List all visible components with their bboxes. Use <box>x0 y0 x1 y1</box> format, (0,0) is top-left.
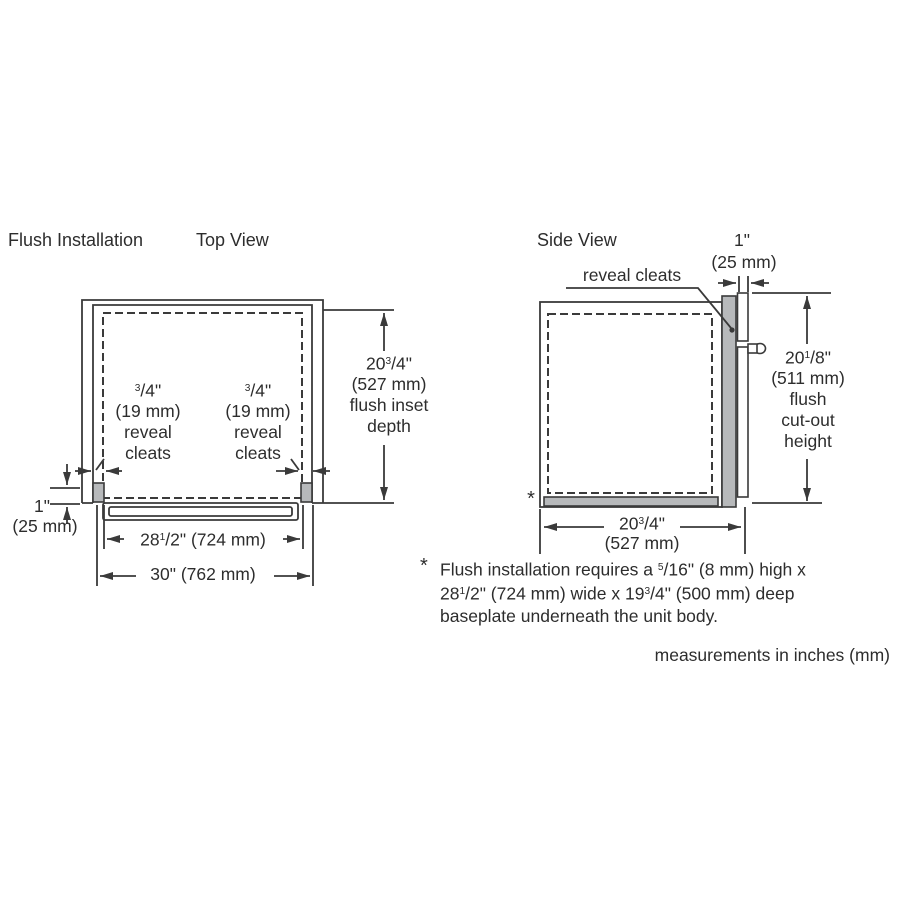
inset-depth-extension-lines <box>323 309 394 504</box>
unit-body-dashed-outline-side <box>547 313 713 494</box>
outer-width-label: 30" (762 mm) <box>150 564 256 584</box>
baseplate-asterisk: * <box>527 488 535 510</box>
inset-depth-desc2: depth <box>367 416 411 437</box>
right-cleat-value: 3/4" <box>244 380 272 401</box>
top-view-title: Top View <box>196 230 269 250</box>
inset-depth-value: 203/4" <box>366 353 412 374</box>
footnote-line2: 281/2" (724 mm) wide x 193/4" (500 mm) d… <box>440 583 795 604</box>
top-view-drawing <box>50 299 394 586</box>
left-cleat-value: 3/4" <box>134 380 162 401</box>
side-depth-extension-lines <box>539 507 746 554</box>
left-cleat-word2: cleats <box>125 443 171 464</box>
cleat-depth-mm: (25 mm) <box>12 516 78 536</box>
cleat-label-leader-ticks <box>95 458 300 471</box>
front-trim-upper <box>736 292 749 342</box>
footnote: Flush installation requires a 5/16" (8 m… <box>440 557 890 627</box>
reveal-cleats-leader-dot <box>729 327 735 333</box>
front-trim-lower <box>736 346 749 498</box>
cutout-height-value: 201/8" <box>785 347 831 368</box>
flush-installation-title: Flush Installation <box>8 230 144 250</box>
units-note: measurements in inches (mm) <box>654 645 890 665</box>
outer-width-extension-lines <box>96 505 314 586</box>
hinge-pin-stem <box>747 343 758 354</box>
right-cleat-mm: (19 mm) <box>225 401 291 422</box>
footnote-asterisk: * <box>420 555 428 577</box>
cutout-outline <box>539 301 723 508</box>
reveal-thickness-mm: (25 mm) <box>711 252 777 272</box>
unit-body-dashed-outline <box>102 312 303 499</box>
door-front-outer <box>102 502 299 521</box>
baseplate <box>543 496 719 507</box>
reveal-thickness-value: 1" <box>734 230 750 250</box>
right-reveal-cleat <box>300 482 313 503</box>
cutout-height-desc1: flush <box>789 389 827 410</box>
left-cleat-word1: reveal <box>124 422 172 443</box>
reveal-cleat-strip <box>721 295 737 508</box>
left-cleat-label: 3/4" (19 mm) reveal cleats <box>98 378 198 464</box>
reveal-cleats-label: reveal cleats <box>582 265 682 285</box>
footnote-line1: Flush installation requires a 5/16" (8 m… <box>440 559 806 580</box>
cutout-height-desc2: cut-out <box>781 410 835 431</box>
cleat-depth-extension-ticks <box>50 487 80 505</box>
cabinet-inner-wall-outline <box>92 304 313 503</box>
right-cleat-word2: cleats <box>235 443 281 464</box>
side-view-drawing <box>539 276 831 554</box>
left-cleat-mm: (19 mm) <box>115 401 181 422</box>
side-view-title: Side View <box>537 230 617 250</box>
reveal-cleats-leader-line <box>566 287 732 329</box>
cleat-depth-value: 1" <box>34 496 50 516</box>
inner-width-label: 281/2" (724 mm) <box>140 529 266 550</box>
side-depth-value: 203/4" <box>619 513 665 534</box>
left-reveal-cleat <box>92 482 105 503</box>
side-depth-mm: (527 mm) <box>604 533 680 553</box>
cutout-height-desc3: height <box>784 431 832 452</box>
reveal-thickness-extension-lines <box>738 276 749 292</box>
door-front-inner <box>108 506 293 517</box>
cabinet-outer-wall-outline <box>81 299 324 503</box>
inset-depth-desc1: flush inset <box>349 395 429 416</box>
footnote-line3: baseplate underneath the unit body. <box>440 605 718 626</box>
inset-depth-mm: (527 mm) <box>351 374 427 395</box>
cutout-height-label: 201/8" (511 mm) flush cut-out height <box>752 345 864 452</box>
cutout-height-mm: (511 mm) <box>771 368 845 389</box>
inner-width-extension-lines <box>103 505 304 549</box>
right-cleat-word1: reveal <box>234 422 282 443</box>
inset-depth-label: 203/4" (527 mm) flush inset depth <box>329 351 449 437</box>
cutout-height-extension-lines <box>752 292 831 504</box>
right-cleat-label: 3/4" (19 mm) reveal cleats <box>208 378 308 464</box>
